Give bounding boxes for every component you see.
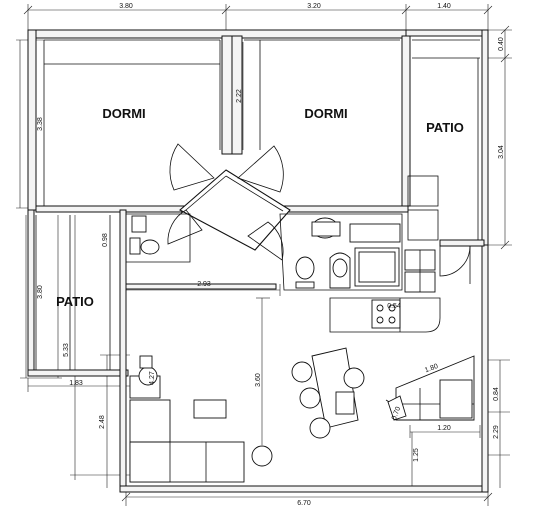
- dim-stair-w: 1.20: [437, 425, 451, 432]
- dim-kitchen-small: 0.54: [387, 303, 401, 310]
- doors: [167, 143, 471, 284]
- dim-hall-w: 2.93: [197, 281, 211, 288]
- walls: [27, 29, 489, 493]
- dim-right-top-small: 0.40: [498, 37, 505, 51]
- room-label-patio-left: PATIO: [56, 294, 94, 309]
- dim-mid-closet: 2.22: [236, 89, 243, 103]
- dim-top-right: 1.40: [437, 3, 451, 10]
- room-label-patio-top: PATIO: [426, 120, 464, 135]
- kitchen: [329, 249, 441, 333]
- room-labels: DORMI DORMI PATIO PATIO: [56, 106, 464, 309]
- dim-top-mid: 3.20: [307, 3, 321, 10]
- room-label-dormi-left: DORMI: [102, 106, 145, 121]
- room-outlines: [35, 39, 480, 370]
- room-label-dormi-right: DORMI: [304, 106, 347, 121]
- central-hall: [179, 169, 291, 251]
- dim-left-dormi: 3.38: [37, 117, 44, 131]
- stairs: [385, 355, 475, 421]
- dim-patio-left-h: 3.80: [37, 285, 44, 299]
- dim-bath-small: 0.98: [102, 233, 109, 247]
- dim-stair-h: 1.25: [413, 448, 420, 462]
- dim-living-h: 3.60: [255, 373, 262, 387]
- dim-bottom-total: 6.70: [297, 500, 311, 507]
- dimension-labels: 3.80 3.20 1.40 0.40 3.04 3.38 2.22 0.98 …: [37, 3, 505, 507]
- dim-lower-left-h: 2.48: [99, 415, 106, 429]
- dim-stair-diag: 1.80: [424, 363, 439, 374]
- living-area: [129, 347, 365, 483]
- dim-patio-bottom-w: 1.83: [69, 380, 83, 387]
- dim-stair-small: 0.70: [391, 406, 402, 421]
- dimension-lines: [16, 4, 512, 506]
- dim-col-small: 4.27: [149, 371, 156, 385]
- dim-right-low-a: 0.84: [493, 387, 500, 401]
- dim-right-patio: 3.04: [498, 145, 505, 159]
- dim-top-left: 3.80: [119, 3, 133, 10]
- bathrooms: [125, 213, 403, 291]
- dim-patio-left-low: 5.33: [63, 343, 70, 357]
- dim-right-low-b: 2.29: [493, 425, 500, 439]
